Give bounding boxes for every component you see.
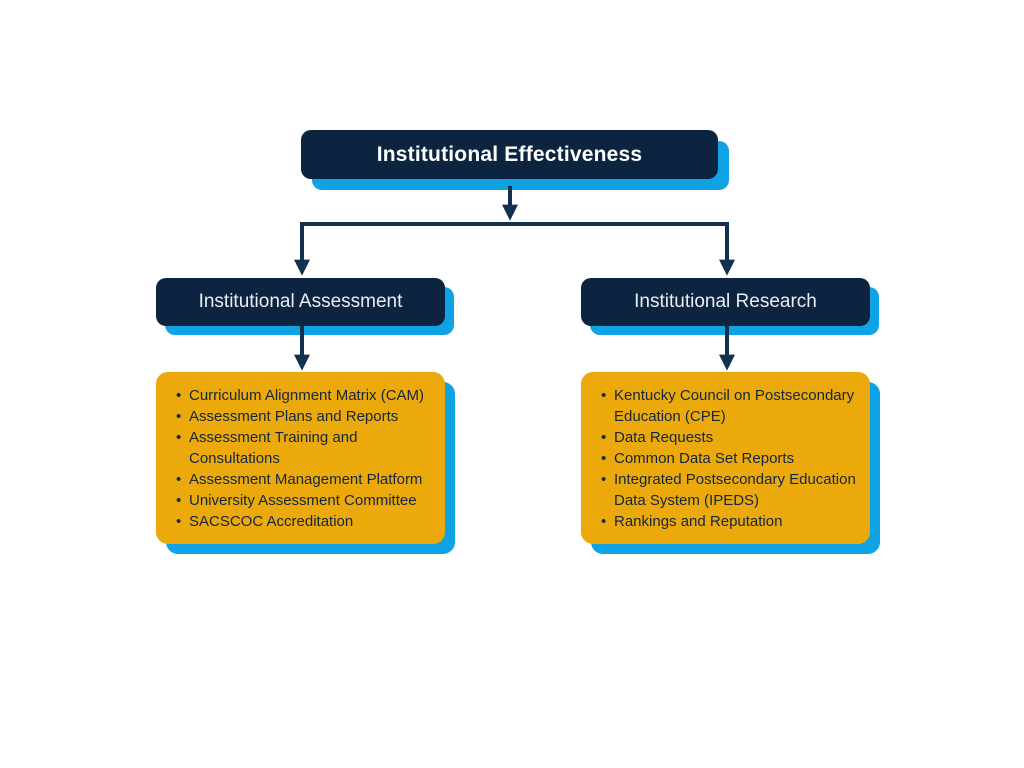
branch-node-assessment: Institutional Assessment (156, 278, 445, 326)
list-item: University Assessment Committee (176, 490, 435, 511)
branch-node-research-label: Institutional Research (634, 291, 817, 312)
list-item: Assessment Management Platform (176, 469, 435, 490)
list-item: SACSCOC Accreditation (176, 511, 435, 532)
list-item: Assessment Plans and Reports (176, 406, 435, 427)
research-item-list: Kentucky Council on Postsecondary Educat… (601, 385, 860, 532)
root-node: Institutional Effectiveness (301, 130, 718, 179)
list-item: Curriculum Alignment Matrix (CAM) (176, 385, 435, 406)
branch-node-research: Institutional Research (581, 278, 870, 326)
list-item: Rankings and Reputation (601, 511, 860, 532)
list-item: Assessment Training and Consultations (176, 427, 435, 469)
list-item: Kentucky Council on Postsecondary Educat… (601, 385, 860, 427)
list-item: Data Requests (601, 427, 860, 448)
detail-box-research: Kentucky Council on Postsecondary Educat… (581, 372, 870, 544)
branch-node-assessment-label: Institutional Assessment (198, 291, 403, 312)
detail-box-assessment: Curriculum Alignment Matrix (CAM) Assess… (156, 372, 445, 544)
root-node-label: Institutional Effectiveness (376, 142, 643, 166)
list-item: Integrated Postsecondary Education Data … (601, 469, 860, 511)
assessment-item-list: Curriculum Alignment Matrix (CAM) Assess… (176, 385, 435, 532)
list-item: Common Data Set Reports (601, 448, 860, 469)
